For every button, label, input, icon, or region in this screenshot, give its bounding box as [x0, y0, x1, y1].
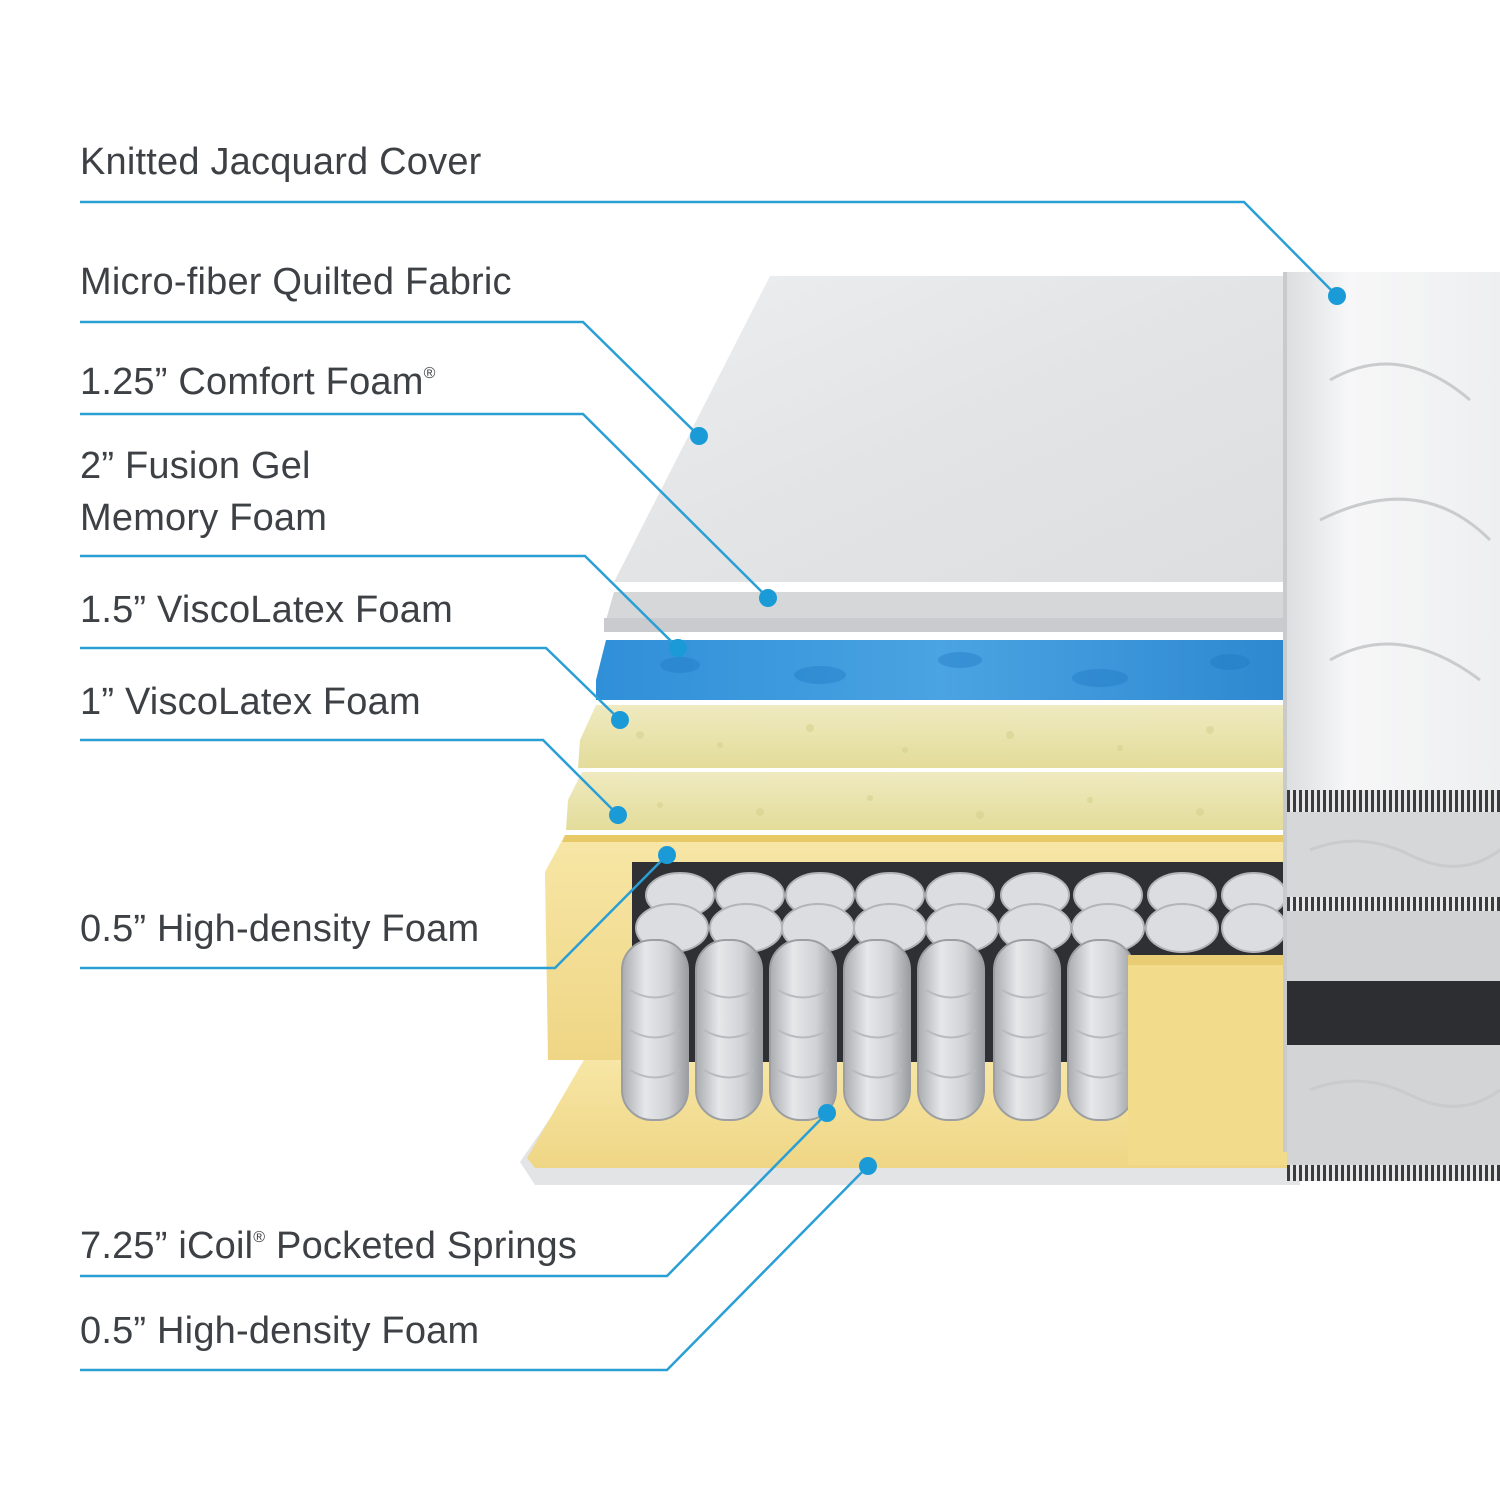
label-fusion-gel-line2: Memory Foam: [80, 497, 328, 539]
viscolatex-foam-1in: [566, 772, 1288, 830]
leader-quilted: [80, 320, 700, 437]
leader-comfort: [80, 412, 769, 599]
leader-visco1: [80, 738, 619, 816]
dot-gel: [669, 639, 687, 657]
gel-texture: [660, 652, 1250, 687]
leader-hd-top: [80, 854, 668, 970]
pocketed-springs: [621, 872, 1287, 1121]
label-comfort-foam-text: 1.25” Comfort Foam: [80, 361, 424, 403]
dot-springs: [818, 1104, 836, 1122]
quilted-fabric-layer: [614, 276, 1288, 582]
leader-springs: [80, 1112, 828, 1278]
label-high-density-foam-top: 0.5” High-density Foam: [80, 908, 480, 950]
dot-quilted: [690, 427, 708, 445]
label-viscolatex-1in: 1” ViscoLatex Foam: [80, 681, 421, 723]
label-knitted-jacquard-cover: Knitted Jacquard Cover: [80, 141, 482, 183]
dot-hd-bottom: [859, 1157, 877, 1175]
foam-texture: [636, 724, 1214, 819]
label-micro-fiber-quilted-fabric: Micro-fiber Quilted Fabric: [80, 261, 512, 303]
registered-mark: ®: [423, 365, 436, 382]
label-icoil-text-b: Pocketed Springs: [265, 1225, 578, 1267]
top-high-density-foam: [545, 835, 1290, 1060]
dot-visco15: [611, 711, 629, 729]
dot-visco1: [609, 806, 627, 824]
leader-cover: [80, 200, 1338, 297]
foam-edge-shadow: [562, 835, 1290, 842]
foam-edge-block: [1128, 955, 1288, 1165]
dot-hd-top: [658, 846, 676, 864]
label-fusion-gel-line1: 2” Fusion Gel: [80, 445, 311, 487]
leader-gel: [80, 554, 679, 649]
callout-dots: [609, 287, 1346, 1175]
icoil-registered-mark: ®: [253, 1229, 266, 1246]
label-high-density-foam-bottom: 0.5” High-density Foam: [80, 1310, 480, 1352]
leader-lines: [80, 200, 1338, 1372]
label-icoil-pocketed-springs: 7.25” iCoil® Pocketed Springs: [80, 1212, 577, 1272]
leader-visco15: [80, 646, 621, 721]
label-viscolatex-1-5in: 1.5” ViscoLatex Foam: [80, 589, 453, 631]
leader-hd-bottom: [80, 1165, 869, 1372]
viscolatex-foam-1-5in: [578, 705, 1288, 768]
gel-memory-foam: [596, 640, 1288, 700]
mattress-side-panel: [1283, 272, 1500, 1181]
dot-cover: [1328, 287, 1346, 305]
dot-comfort: [759, 589, 777, 607]
label-comfort-foam: 1.25” Comfort Foam®: [80, 348, 436, 408]
label-icoil-text-a: 7.25” iCoil: [80, 1225, 254, 1267]
